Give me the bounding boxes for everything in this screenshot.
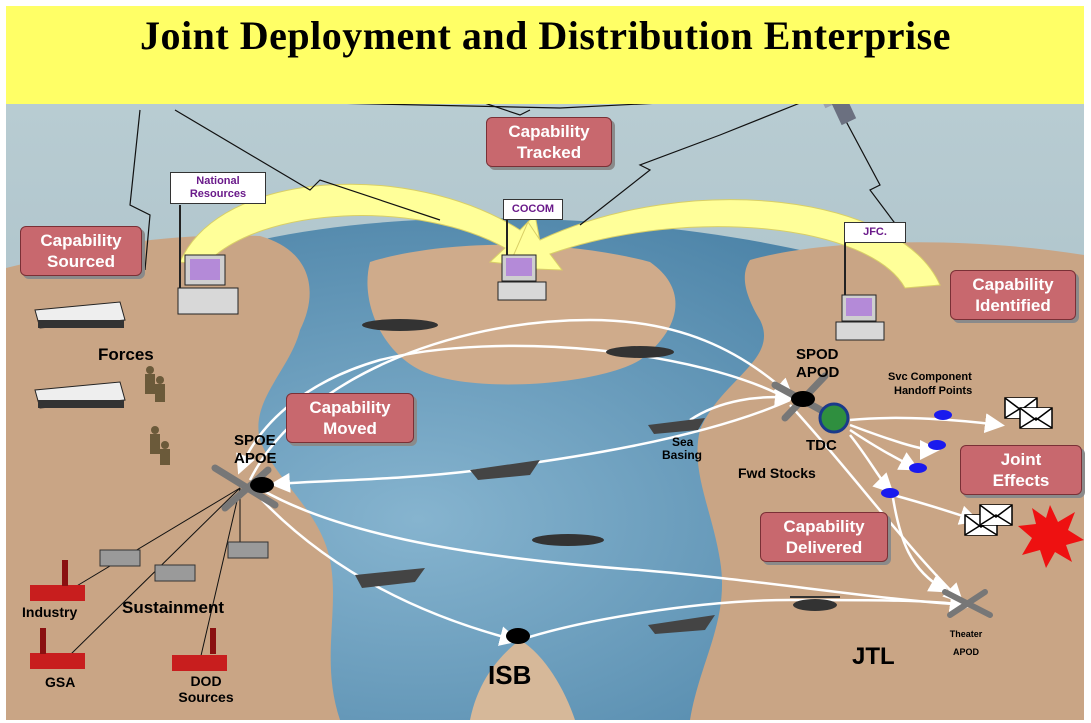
route-tdc-handoff-4 [849, 434, 894, 494]
route-sea-basing [689, 386, 795, 422]
route-handoff-to-delivered [891, 497, 950, 593]
airfield-spoe-icon [211, 464, 279, 512]
joint-effects-box: Joint Effects [960, 445, 1082, 495]
label-tdc: TDC [806, 437, 837, 454]
label-sustainment: Sustainment [122, 598, 225, 617]
label-isb: ISB [488, 660, 532, 690]
soldiers-icon [145, 366, 170, 465]
sign-national-line2: Resources [189, 188, 247, 200]
ships-icon [355, 418, 715, 634]
effects-icon-lower [964, 504, 1013, 536]
capability-moved-line2: Moved [323, 419, 377, 438]
label-spoe: SPOE [234, 432, 276, 449]
comm-link-right-center [579, 94, 821, 226]
factory-industry-icon [30, 560, 85, 601]
warehouse-lower-icon [34, 381, 126, 409]
label-theater-apod: Theater APOD [944, 625, 988, 661]
handoff-points-icon [881, 410, 952, 498]
capability-identified-box: Capability Identified [950, 270, 1076, 320]
label-industry: Industry [22, 604, 78, 620]
node-spod-icon [791, 391, 815, 407]
trucks-icon [99, 541, 269, 582]
diagram-title: Joint Deployment and Distribution Enterp… [140, 13, 951, 58]
label-dod-line2: Sources [178, 689, 234, 705]
explosion-icon [1018, 505, 1084, 568]
label-svc-handoff: Svc Component Handoff Points [888, 370, 972, 398]
capability-tracked-line2: Tracked [516, 143, 582, 162]
land-isb [470, 640, 575, 720]
label-dod-sources: DOD Sources [178, 673, 234, 705]
node-spoe-icon [250, 477, 274, 493]
joint-effects-line2: Effects [992, 471, 1050, 490]
capability-sourced-box: Capability Sourced [20, 226, 142, 276]
tdc-globe-icon [818, 402, 850, 434]
comm-link-right [839, 109, 901, 231]
label-jtl: JTL [852, 643, 895, 670]
helicopter-icon [790, 596, 840, 611]
capability-moved-line1: Capability [309, 398, 391, 417]
label-svc-handoff-line2: Handoff Points [894, 385, 973, 397]
label-apoe: APOE [234, 450, 277, 467]
label-forces: Forces [98, 345, 154, 364]
capability-sourced-line1: Capability [40, 231, 122, 250]
warehouse-upper-icon [34, 301, 126, 329]
capability-tracked-line1: Capability [508, 122, 590, 141]
route-spoe-to-theater [261, 488, 973, 615]
label-dod-line1: DOD [190, 673, 222, 689]
capability-tracked-box: Capability Tracked [486, 117, 612, 167]
joint-effects-line1: Joint [1000, 450, 1042, 469]
label-spod: SPOD [796, 346, 839, 363]
route-tdc-handoff-2 [849, 423, 940, 460]
capability-delivered-box: Capability Delivered [760, 512, 888, 562]
label-svc-handoff-line1: Svc Component [888, 371, 972, 383]
label-fwd-stocks: Fwd Stocks [738, 465, 816, 481]
computer-jfc-icon [835, 294, 885, 341]
aircraft-transport-icon [362, 319, 674, 546]
comm-link-left [129, 109, 151, 271]
route-isb-to-theater [519, 592, 970, 642]
route-tdc-handoff-1 [849, 413, 1005, 434]
computer-cocom-icon [497, 254, 547, 301]
sign-cocom: COCOM [503, 199, 563, 220]
sign-national-resources: National Resources [170, 172, 266, 204]
capability-identified-line1: Capability [972, 275, 1054, 294]
label-sea-basing-line1: Sea [672, 435, 694, 449]
computer-national-icon [177, 254, 239, 315]
label-theater-line2: APOD [952, 647, 979, 657]
factory-gsa-icon [30, 628, 85, 669]
capability-delivered-line1: Capability [783, 517, 865, 536]
route-apod-to-apoe [236, 344, 791, 475]
land-left [6, 235, 340, 720]
label-apod: APOD [796, 364, 840, 381]
label-theater-line1: Theater [949, 629, 983, 639]
label-sea-basing: Sea Basing [662, 436, 702, 462]
capability-delivered-line2: Delivered [785, 538, 863, 557]
capability-sourced-line2: Sourced [46, 252, 116, 271]
label-sea-basing-line2: Basing [662, 448, 703, 462]
label-gsa: GSA [45, 674, 76, 690]
sign-jfc: JFC. [844, 222, 906, 243]
sign-national-line1: National [196, 175, 240, 187]
comm-link-left-center [174, 109, 441, 221]
factory-dod-icon [172, 628, 227, 671]
airfield-theater-icon [942, 589, 993, 618]
title-bar [6, 6, 1084, 104]
capability-identified-line2: Identified [975, 296, 1051, 315]
effects-icon-upper [1004, 397, 1053, 429]
node-isb-icon [506, 628, 530, 644]
capability-moved-box: Capability Moved [286, 393, 414, 443]
